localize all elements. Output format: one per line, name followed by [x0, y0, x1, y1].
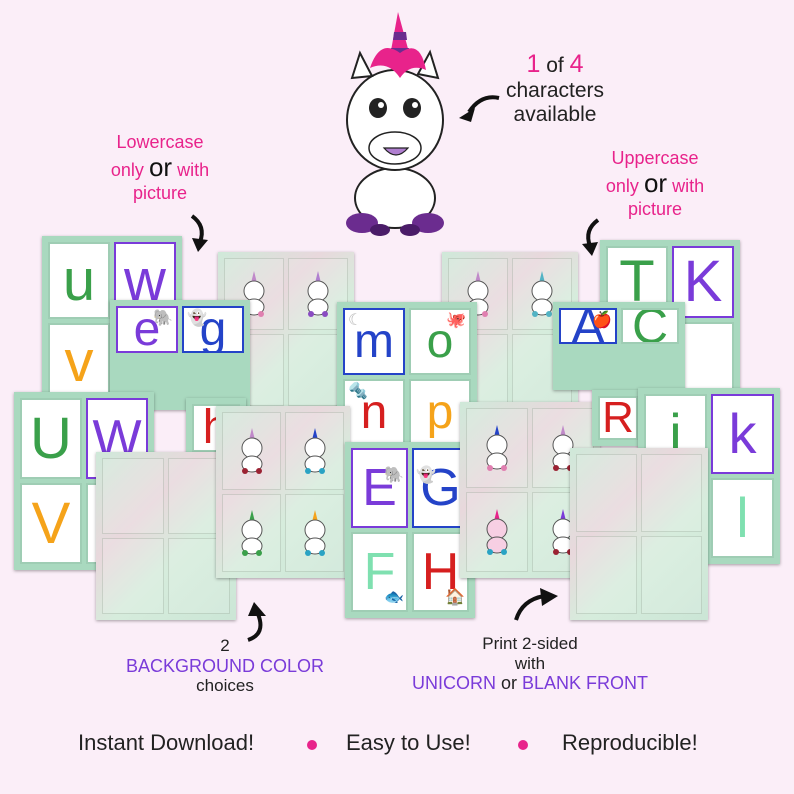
lowercase-caption: Lowercase only or with picture: [90, 132, 230, 203]
unicorn-icon: [304, 510, 325, 556]
lowercase-picture-card: e🐘 g👻: [110, 300, 250, 410]
letter-tile: C: [631, 308, 669, 344]
letter-tile: V: [31, 490, 71, 556]
letter-tile: p: [426, 385, 454, 439]
letter-tile: k: [728, 402, 757, 465]
uppercase-picture-card: E🐘 G👻 F🐟 H🏠: [345, 442, 475, 618]
characters-caption: 1 of 4 characters available: [490, 50, 620, 127]
unicorn-icon: [486, 509, 508, 555]
ghost-icon: 👻: [416, 467, 436, 484]
letter-tile: m: [354, 314, 394, 368]
print-line2: with: [514, 653, 546, 673]
apple-icon: 🍎: [592, 312, 612, 329]
letter-tile: K: [683, 249, 723, 314]
octopus-icon: 🐙: [446, 312, 466, 329]
letter-tile: G: [420, 459, 461, 517]
letter-tile: w: [124, 247, 166, 313]
letter-tile: g: [199, 306, 227, 353]
uppercase-or: or: [643, 167, 668, 198]
lowercase-or: or: [148, 151, 173, 182]
footer-item-easy-to-use: Easy to Use!: [346, 730, 471, 755]
uppercase-picture-card: R: [592, 390, 644, 446]
unicorn-icon: [241, 510, 262, 556]
letter-tile: T: [619, 249, 655, 314]
unicorn-icon: [304, 428, 325, 474]
letter-tile: o: [426, 314, 454, 368]
print-or: or: [500, 673, 517, 694]
unicorn-icon: [486, 425, 508, 471]
count-number: 1: [526, 50, 541, 78]
fish-icon: 🐟: [384, 589, 404, 606]
letter-tile: R: [602, 396, 634, 440]
letter-tile: F: [363, 543, 396, 601]
letter-tile: v: [64, 328, 94, 394]
letter-tile: E: [362, 459, 397, 517]
unicorn-icon: [531, 271, 553, 317]
elephant-icon: 🐘: [153, 310, 173, 327]
letter-tile: l: [736, 486, 749, 549]
unicorn-icon: [241, 428, 262, 474]
letter-tile: H: [421, 543, 460, 601]
moon-icon: ☾: [348, 312, 363, 329]
lowercase-line3: picture: [132, 182, 188, 203]
lowercase-with: with: [177, 159, 210, 180]
letter-tile: n: [360, 385, 388, 439]
bullet-dot-icon: [307, 740, 317, 750]
nail-icon: 🔩: [348, 383, 368, 400]
curved-arrow-icon: [582, 218, 600, 256]
footer-item-reproducible: Reproducible!: [562, 730, 698, 755]
curved-arrow-icon: [247, 602, 266, 642]
lowercase-picture-card: m☾ o🐙 n🔩 p: [337, 302, 477, 452]
count-of: of: [546, 54, 564, 77]
count-total: 4: [569, 50, 584, 78]
house-icon: 🏠: [445, 589, 465, 606]
print-unicorn: UNICORN: [411, 673, 496, 694]
elephant-icon: 🐘: [384, 467, 404, 484]
letter-tile: u: [62, 247, 96, 313]
uppercase-line3: picture: [627, 198, 683, 219]
lowercase-line1: Lowercase: [116, 132, 204, 152]
curved-arrow-icon: [190, 214, 208, 252]
curved-arrow-icon: [459, 95, 500, 122]
background-caption: 2 BACKGROUND COLOR choices: [110, 636, 340, 696]
count-line3: available: [513, 102, 597, 126]
unicorn-icon: [307, 271, 329, 317]
letter-tile: A: [571, 308, 605, 344]
lowercase-only: only: [110, 159, 144, 180]
uppercase-only: only: [605, 175, 639, 196]
bg-count: 2: [220, 636, 230, 655]
blank-background-card: [570, 448, 708, 620]
uppercase-with: with: [672, 175, 705, 196]
uppercase-line1: Uppercase: [611, 148, 699, 168]
bullet-dot-icon: [518, 740, 528, 750]
print-blank: BLANK FRONT: [522, 673, 649, 694]
ghost-icon: 👻: [187, 310, 207, 327]
uppercase-caption: Uppercase only or with picture: [585, 148, 725, 219]
bg-line3: choices: [196, 676, 254, 696]
blank-background-card: [96, 452, 236, 620]
unicorn-mascot: [346, 12, 444, 236]
uppercase-picture-card: A🍎 C🚗: [553, 302, 685, 390]
letter-tile: U: [30, 405, 72, 471]
curved-arrow-icon: [514, 588, 558, 621]
print-line1: Print 2-sided: [482, 634, 578, 653]
letter-tile: i: [669, 402, 682, 465]
count-line2: characters: [505, 78, 605, 102]
bg-line2: BACKGROUND COLOR: [125, 655, 325, 676]
footer-item-instant-download: Instant Download!: [78, 730, 255, 755]
print-caption: Print 2-sided with UNICORN or BLANK FRON…: [390, 634, 670, 694]
letter-tile: e: [133, 306, 161, 353]
unicorn-card: [216, 406, 350, 578]
